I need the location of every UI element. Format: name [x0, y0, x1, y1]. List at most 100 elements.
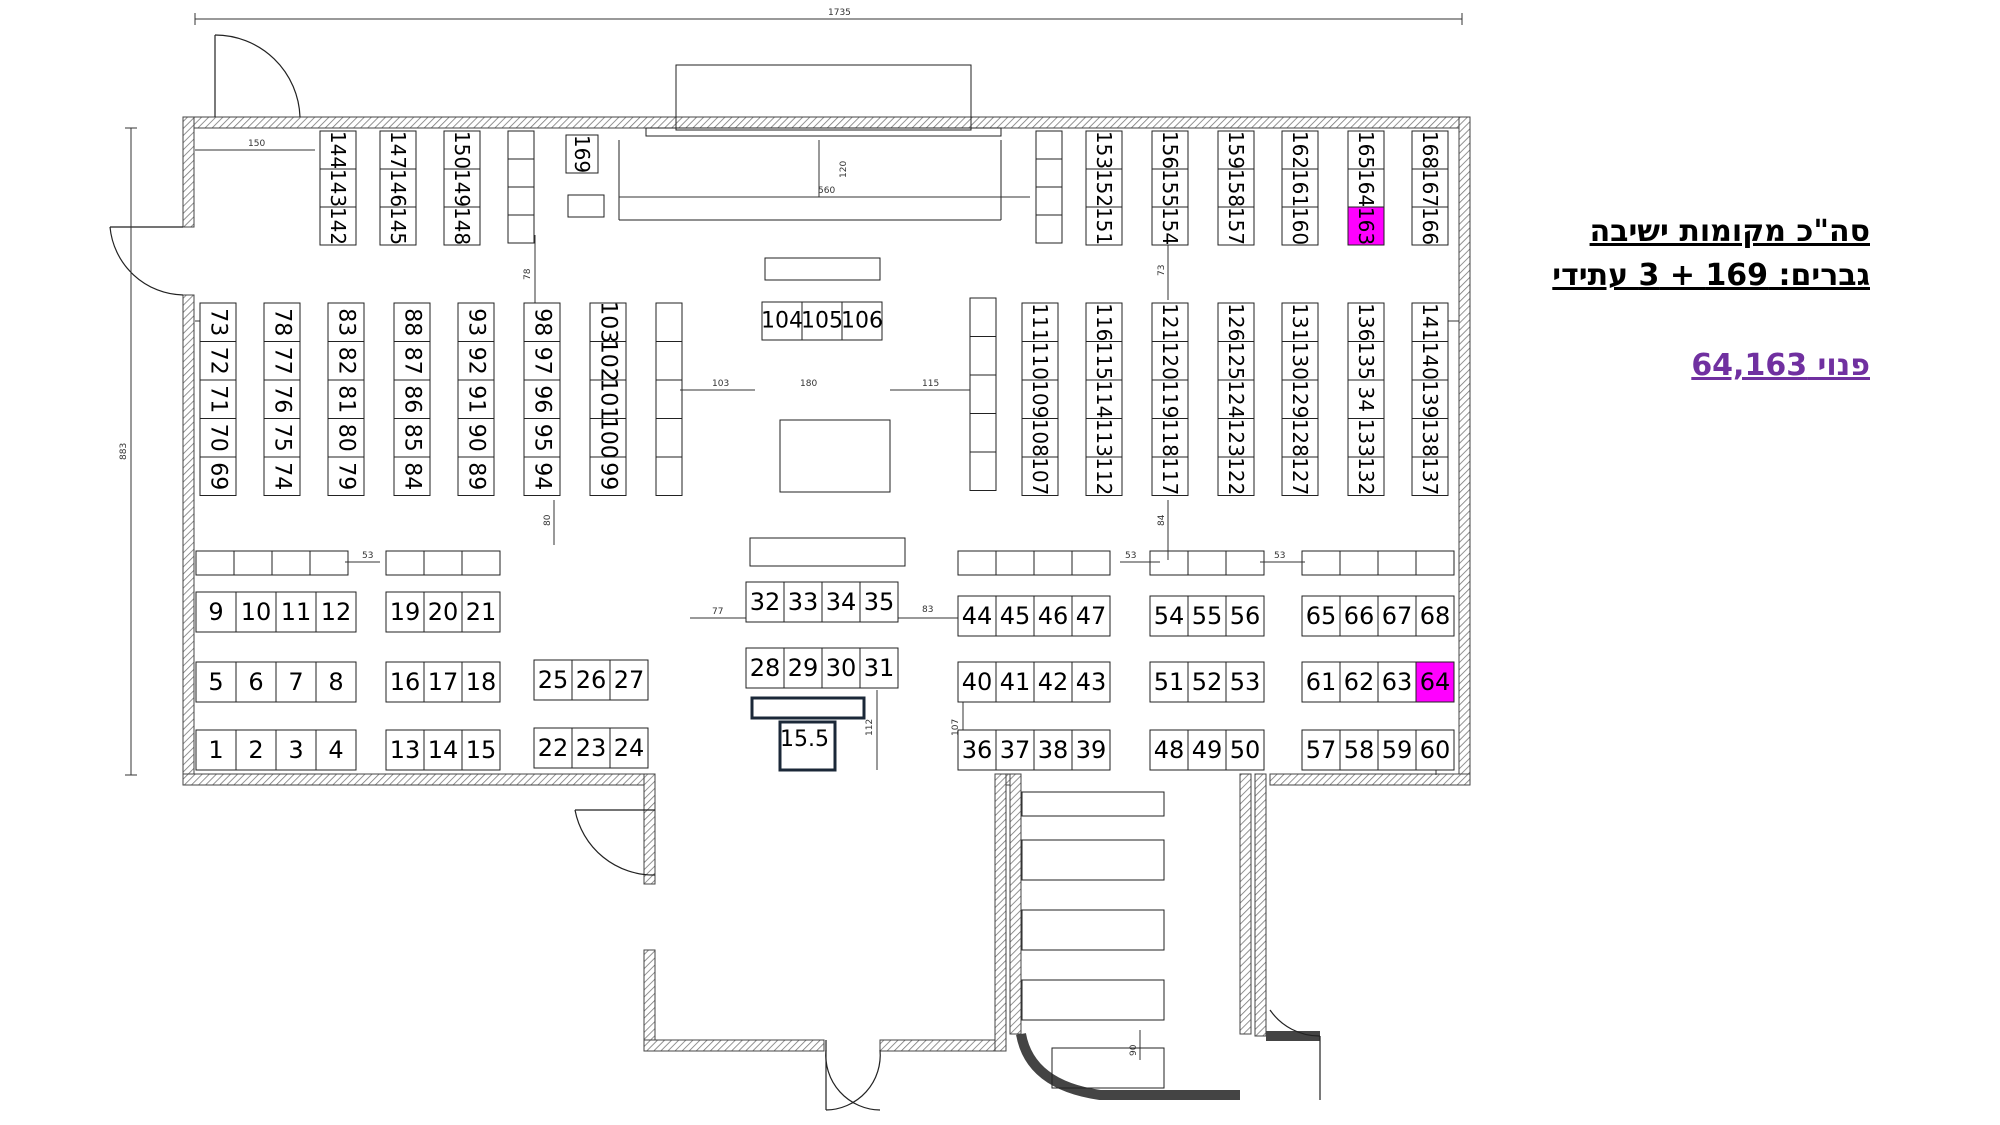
seat-35[interactable]: 35 [859, 581, 899, 623]
seat-6[interactable]: 6 [235, 661, 277, 703]
seat-94[interactable]: 94 [523, 456, 561, 496]
seat-7[interactable]: 7 [275, 661, 317, 703]
seat-30[interactable]: 30 [821, 647, 861, 689]
seat-40[interactable]: 40 [957, 661, 997, 703]
seat-33[interactable]: 33 [783, 581, 823, 623]
seat-135[interactable]: 135 [1347, 341, 1385, 381]
seat-115[interactable]: 115 [1085, 341, 1123, 381]
seat-55[interactable]: 55 [1187, 595, 1227, 637]
seat-107[interactable]: 107 [1021, 456, 1059, 496]
seat-125[interactable]: 125 [1217, 341, 1255, 381]
seat-136[interactable]: 136 [1347, 302, 1385, 342]
seat-116[interactable]: 116 [1085, 302, 1123, 342]
seat-160[interactable]: 160 [1281, 206, 1319, 246]
seat-99[interactable]: 99 [589, 456, 627, 496]
seat-109[interactable]: 109 [1021, 379, 1059, 419]
seat-124[interactable]: 124 [1217, 379, 1255, 419]
seat-43[interactable]: 43 [1071, 661, 1111, 703]
seat-66[interactable]: 66 [1339, 595, 1379, 637]
seat-168[interactable]: 168 [1411, 130, 1449, 170]
seat-68[interactable]: 68 [1415, 595, 1455, 637]
seat-39[interactable]: 39 [1071, 729, 1111, 771]
seat-88[interactable]: 88 [393, 302, 431, 342]
seat-104[interactable]: 104 [761, 301, 803, 341]
seat-141[interactable]: 141 [1411, 302, 1449, 342]
seat-60[interactable]: 60 [1415, 729, 1455, 771]
seat-123[interactable]: 123 [1217, 418, 1255, 458]
seat-111[interactable]: 111 [1021, 302, 1059, 342]
seat-163[interactable]: 163 [1347, 206, 1385, 246]
seat-140[interactable]: 140 [1411, 341, 1449, 381]
seat-26[interactable]: 26 [571, 659, 611, 701]
seat-69[interactable]: 69 [199, 456, 237, 496]
seat-34[interactable]: 34 [1347, 379, 1385, 419]
seat-20[interactable]: 20 [423, 591, 463, 633]
seat-155[interactable]: 155 [1151, 168, 1189, 208]
seat-164[interactable]: 164 [1347, 168, 1385, 208]
seat-48[interactable]: 48 [1149, 729, 1189, 771]
seat-147[interactable]: 147 [379, 130, 417, 170]
seat-110[interactable]: 110 [1021, 341, 1059, 381]
seat-131[interactable]: 131 [1281, 302, 1319, 342]
seat-122[interactable]: 122 [1217, 456, 1255, 496]
seat-17[interactable]: 17 [423, 661, 463, 703]
seat-162[interactable]: 162 [1281, 130, 1319, 170]
seat-28[interactable]: 28 [745, 647, 785, 689]
seat-79[interactable]: 79 [327, 456, 365, 496]
seat-108[interactable]: 108 [1021, 418, 1059, 458]
seat-38[interactable]: 38 [1033, 729, 1073, 771]
seat-8[interactable]: 8 [315, 661, 357, 703]
seat-19[interactable]: 19 [385, 591, 425, 633]
seat-67[interactable]: 67 [1377, 595, 1417, 637]
seat-9[interactable]: 9 [195, 591, 237, 633]
seat-167[interactable]: 167 [1411, 168, 1449, 208]
seat-23[interactable]: 23 [571, 727, 611, 769]
seat-24[interactable]: 24 [609, 727, 649, 769]
seat-42[interactable]: 42 [1033, 661, 1073, 703]
seat-21[interactable]: 21 [461, 591, 501, 633]
seat-113[interactable]: 113 [1085, 418, 1123, 458]
seat-32[interactable]: 32 [745, 581, 785, 623]
seat-92[interactable]: 92 [457, 341, 495, 381]
seat-46[interactable]: 46 [1033, 595, 1073, 637]
seat-84[interactable]: 84 [393, 456, 431, 496]
seat-161[interactable]: 161 [1281, 168, 1319, 208]
seat-10[interactable]: 10 [235, 591, 277, 633]
seat-149[interactable]: 149 [443, 168, 481, 208]
seat-127[interactable]: 127 [1281, 456, 1319, 496]
seat-13[interactable]: 13 [385, 729, 425, 771]
seat-45[interactable]: 45 [995, 595, 1035, 637]
seat-151[interactable]: 151 [1085, 206, 1123, 246]
seat-25[interactable]: 25 [533, 659, 573, 701]
seat-85[interactable]: 85 [393, 418, 431, 458]
seat-154[interactable]: 154 [1151, 206, 1189, 246]
seat-120[interactable]: 120 [1151, 341, 1189, 381]
seat-76[interactable]: 76 [263, 379, 301, 419]
seat-106[interactable]: 106 [841, 301, 883, 341]
seat-158[interactable]: 158 [1217, 168, 1255, 208]
seat-148[interactable]: 148 [443, 206, 481, 246]
seat-4[interactable]: 4 [315, 729, 357, 771]
seat-101[interactable]: 101 [589, 378, 627, 420]
seat-89[interactable]: 89 [457, 456, 495, 496]
seat-83[interactable]: 83 [327, 302, 365, 342]
seat-47[interactable]: 47 [1071, 595, 1111, 637]
seat-78[interactable]: 78 [263, 302, 301, 342]
seat-142[interactable]: 142 [319, 206, 357, 246]
seat-12[interactable]: 12 [315, 591, 357, 633]
seat-117[interactable]: 117 [1151, 456, 1189, 496]
seat-166[interactable]: 166 [1411, 206, 1449, 246]
seat-56[interactable]: 56 [1225, 595, 1265, 637]
seat-3[interactable]: 3 [275, 729, 317, 771]
seat-64[interactable]: 64 [1415, 661, 1455, 703]
seat-57[interactable]: 57 [1301, 729, 1341, 771]
seat-77[interactable]: 77 [263, 341, 301, 381]
seat-49[interactable]: 49 [1187, 729, 1227, 771]
seat-138[interactable]: 138 [1411, 418, 1449, 458]
seat-139[interactable]: 139 [1411, 379, 1449, 419]
seat-132[interactable]: 132 [1347, 456, 1385, 496]
seat-54[interactable]: 54 [1149, 595, 1189, 637]
seat-105[interactable]: 105 [801, 301, 843, 341]
seat-2[interactable]: 2 [235, 729, 277, 771]
seat-121[interactable]: 121 [1151, 302, 1189, 342]
